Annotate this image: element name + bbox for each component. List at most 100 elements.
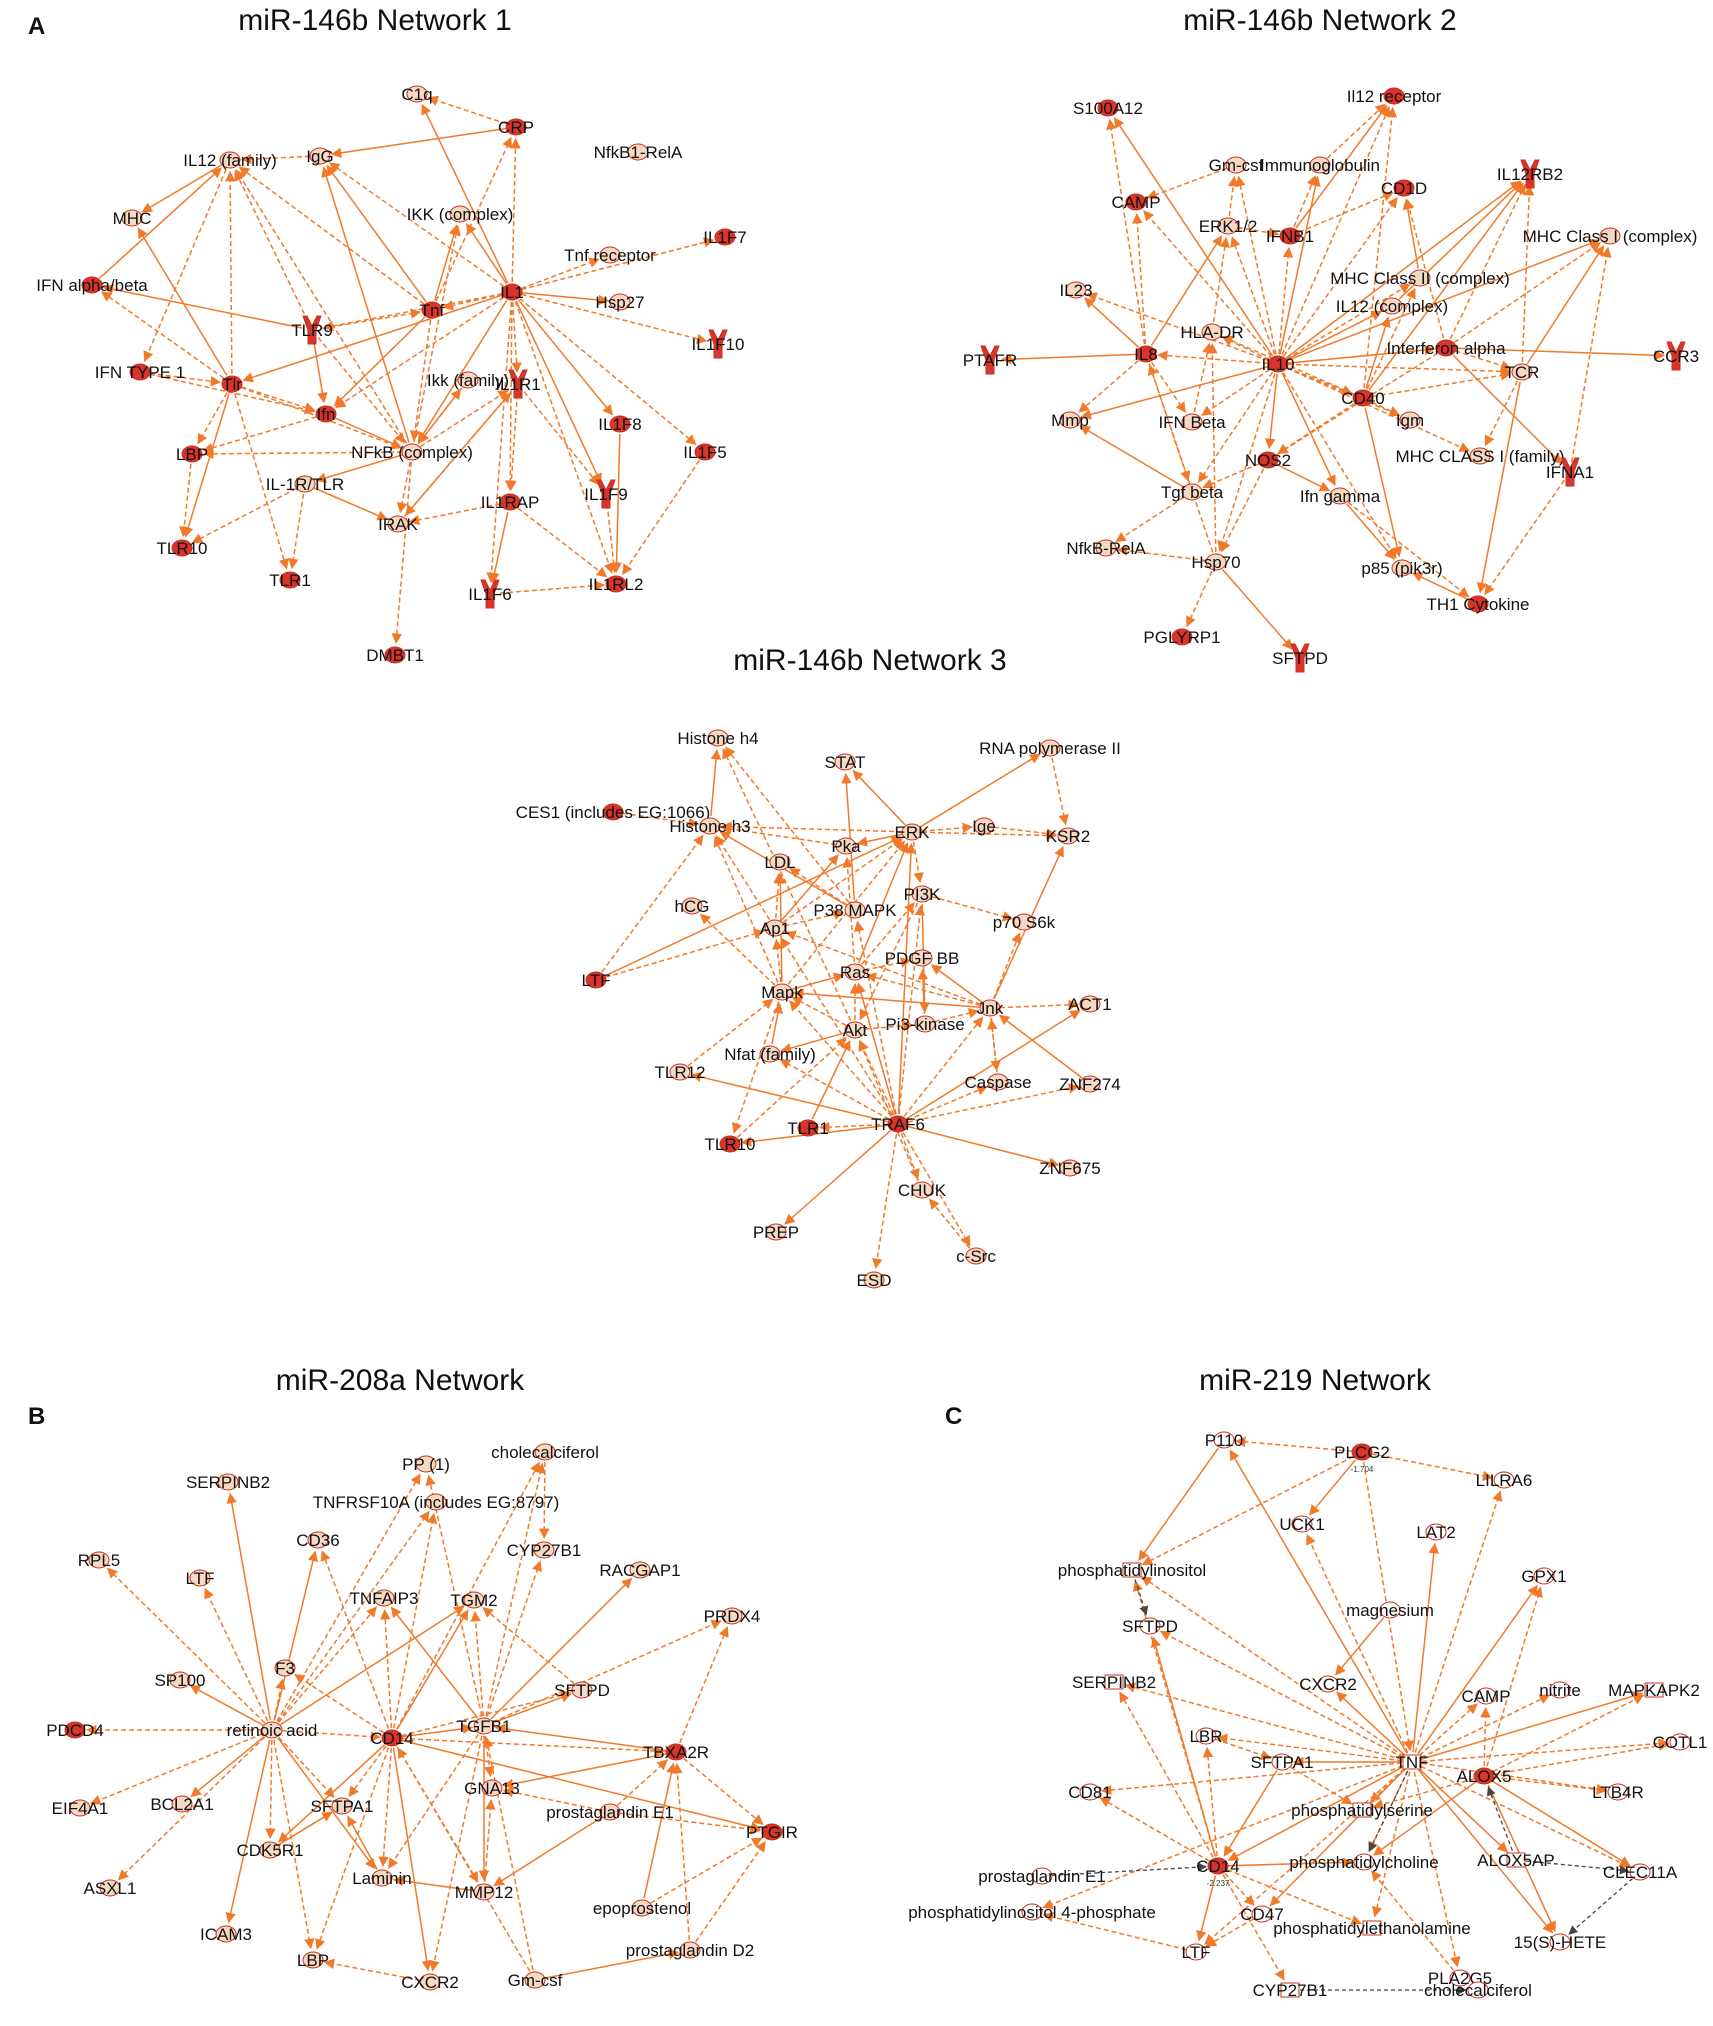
n3-node-ksr2[interactable]: KSR2 <box>1046 827 1090 846</box>
n3-node-hh3[interactable]: Histone h3 <box>669 817 750 836</box>
n4-node-gna13[interactable]: GNA13 <box>464 1779 520 1798</box>
n5-node-cd145[interactable]: CD14-2.237 <box>1196 1857 1239 1888</box>
n2-node-il8[interactable]: IL8 <box>1134 345 1158 364</box>
n4-node-tbxa2r[interactable]: TBXA2R <box>643 1743 709 1762</box>
n3-node-pi3k[interactable]: PI3K <box>904 885 942 904</box>
n1-node-il1f6[interactable]: IL1F6 <box>468 579 512 609</box>
n4-node-ltf4[interactable]: LTF <box>186 1569 215 1588</box>
n1-node-dmbt1[interactable]: DMBT1 <box>366 646 424 665</box>
n3-node-ap1[interactable]: Ap1 <box>760 919 790 938</box>
n4-node-tgfb1[interactable]: TGFB1 <box>457 1717 512 1736</box>
n3-node-erk[interactable]: ERK <box>895 823 931 842</box>
n2-node-nfkbrela[interactable]: NfkB-RelA <box>1066 539 1146 558</box>
n5-node-ps[interactable]: phosphatidylserine <box>1291 1801 1433 1820</box>
n3-node-pi3k[interactable]: Pi3-kinase <box>885 1015 964 1034</box>
n1-node-nfkb[interactable]: NFkB (complex) <box>351 443 473 462</box>
n5-node-uck1[interactable]: UCK1 <box>1279 1515 1324 1534</box>
n5-node-pge15[interactable]: prostaglandin E1 <box>978 1867 1106 1886</box>
n2-node-il12c[interactable]: IL12 (complex) <box>1336 297 1448 316</box>
n5-node-alox5ap[interactable]: ALOX5AP <box>1477 1851 1555 1870</box>
n1-node-ikkc[interactable]: IKK (complex) <box>407 205 514 224</box>
n4-node-chol[interactable]: cholecalciferol <box>491 1443 599 1462</box>
n2-node-nos2[interactable]: NOS2 <box>1245 451 1291 470</box>
n5-node-plcg2[interactable]: PLCG2-1.704 <box>1334 1443 1390 1474</box>
n3-node-znf675[interactable]: ZNF675 <box>1039 1159 1100 1178</box>
n1-node-hsp27[interactable]: Hsp27 <box>595 293 644 312</box>
n5-node-cd81[interactable]: CD81 <box>1068 1783 1111 1802</box>
n3-node-act1[interactable]: ACT1 <box>1068 995 1111 1014</box>
n3-node-hcg[interactable]: hCG <box>675 897 710 916</box>
n3-node-ras[interactable]: Ras <box>840 963 870 982</box>
n1-node-nfkb1[interactable]: NfkB1-RelA <box>594 143 683 162</box>
n2-node-hladr[interactable]: HLA-DR <box>1180 323 1243 342</box>
n4-node-bcl2a1[interactable]: BCL2A1 <box>150 1795 213 1814</box>
n3-node-ldl[interactable]: LDL <box>764 853 795 872</box>
n1-node-il1f9[interactable]: IL1F9 <box>584 479 628 509</box>
n5-node-ltb4r[interactable]: LTB4R <box>1592 1783 1644 1802</box>
n5-node-p110[interactable]: P110 <box>1205 1431 1243 1450</box>
n5-node-nitrite[interactable]: nitrite <box>1539 1681 1581 1700</box>
n3-node-nfat[interactable]: Nfat (family) <box>724 1045 816 1064</box>
n2-node-il12r[interactable]: Il12 receptor <box>1347 87 1442 106</box>
n4-node-cdk5r1[interactable]: CDK5R1 <box>236 1841 303 1860</box>
n1-node-il1f8[interactable]: IL1F8 <box>598 415 641 434</box>
n4-node-pp1[interactable]: PP (1) <box>402 1455 450 1474</box>
n2-node-gmcsf[interactable]: Gm-csf <box>1209 156 1264 175</box>
n4-node-tnfaip3[interactable]: TNFAIP3 <box>350 1589 419 1608</box>
n4-node-tgm2[interactable]: TGM2 <box>450 1591 497 1610</box>
n2-node-ifna1[interactable]: IFNA1 <box>1546 457 1594 487</box>
n5-node-ltf5[interactable]: LTF <box>1182 1943 1211 1962</box>
n3-node-p70[interactable]: p70 S6k <box>993 913 1056 932</box>
n2-node-p85[interactable]: p85 (pik3r) <box>1361 559 1442 578</box>
n1-node-il1r1[interactable]: IL1R1 <box>495 369 541 399</box>
n4-node-cyp27b1[interactable]: CYP27B1 <box>507 1541 582 1560</box>
n1-node-il12f[interactable]: IL12 (family) <box>183 151 277 170</box>
n4-node-ptgir[interactable]: PTGIR <box>746 1823 798 1842</box>
n3-node-hh4[interactable]: Histone h4 <box>677 729 758 748</box>
n2-node-tgfb[interactable]: Tgf beta <box>1161 483 1224 502</box>
n2-node-immuno[interactable]: Immunoglobulin <box>1260 156 1380 175</box>
n5-node-mg[interactable]: magnesium <box>1346 1601 1434 1620</box>
n4-node-mmp12[interactable]: MMP12 <box>455 1883 514 1902</box>
n4-node-prdx4[interactable]: PRDX4 <box>704 1607 761 1626</box>
n1-node-tnfr[interactable]: Tnf receptor <box>564 246 656 265</box>
n1-node-irak[interactable]: IRAK <box>378 515 418 534</box>
n5-node-alox5[interactable]: ALOX5 <box>1457 1767 1512 1786</box>
n1-node-il1f10[interactable]: IL1F10 <box>692 329 745 359</box>
n5-node-pi[interactable]: phosphatidylinositol <box>1058 1561 1206 1580</box>
n1-node-il1f5[interactable]: IL1F5 <box>683 443 726 462</box>
n5-node-sftpd5[interactable]: SFTPD <box>1122 1617 1178 1636</box>
n5-node-cotl1[interactable]: COTL1 <box>1653 1733 1708 1752</box>
n2-node-ptafr[interactable]: PTAFR <box>963 345 1017 375</box>
n1-node-mhc[interactable]: MHC <box>113 209 152 228</box>
n1-node-tlr9[interactable]: TLR9 <box>291 315 333 345</box>
n1-node-il1rap[interactable]: IL1RAP <box>481 493 540 512</box>
n4-node-gmcsf4[interactable]: Gm-csf <box>508 1971 563 1990</box>
n1-node-il1rl2[interactable]: IL1RL2 <box>589 575 644 594</box>
n5-node-lat2[interactable]: LAT2 <box>1416 1523 1455 1542</box>
n2-node-ifna[interactable]: Interferon alpha <box>1386 339 1506 358</box>
n3-node-ces1[interactable]: CES1 (includes EG:1066) <box>516 803 711 822</box>
n4-node-serpinb2[interactable]: SERPINB2 <box>186 1473 270 1492</box>
n4-node-icam3[interactable]: ICAM3 <box>200 1925 252 1944</box>
n1-node-il1f7[interactable]: IL1F7 <box>703 228 746 247</box>
n3-node-prep[interactable]: PREP <box>753 1223 799 1242</box>
n4-node-laminin[interactable]: Laminin <box>352 1869 412 1888</box>
n3-node-stat[interactable]: STAT <box>825 753 866 772</box>
n2-node-igm[interactable]: Igm <box>1396 411 1424 430</box>
n4-node-sp100[interactable]: SP100 <box>154 1671 205 1690</box>
n1-node-tlr10[interactable]: TLR10 <box>156 539 207 558</box>
n5-node-gpx1[interactable]: GPX1 <box>1521 1567 1566 1586</box>
n3-node-znf274[interactable]: ZNF274 <box>1059 1075 1120 1094</box>
n3-node-chuk[interactable]: CHUK <box>898 1181 947 1200</box>
n3-node-ltf[interactable]: LTF <box>582 971 611 990</box>
n2-node-erk12[interactable]: ERK1/2 <box>1199 217 1258 236</box>
n3-node-pka[interactable]: Pka <box>831 837 861 856</box>
n2-node-mhcif[interactable]: MHC CLASS I (family) <box>1395 447 1564 466</box>
n1-node-ifnt1[interactable]: IFN TYPE 1 <box>95 363 185 382</box>
n2-node-ifnb1[interactable]: IFNB1 <box>1266 227 1314 246</box>
n5-node-lilra6[interactable]: LILRA6 <box>1476 1471 1533 1490</box>
n1-node-tlr[interactable]: Tlr <box>221 375 243 394</box>
n2-node-mhcic[interactable]: MHC Class I (complex) <box>1523 227 1698 246</box>
n3-node-pdgf[interactable]: PDGF BB <box>885 949 960 968</box>
